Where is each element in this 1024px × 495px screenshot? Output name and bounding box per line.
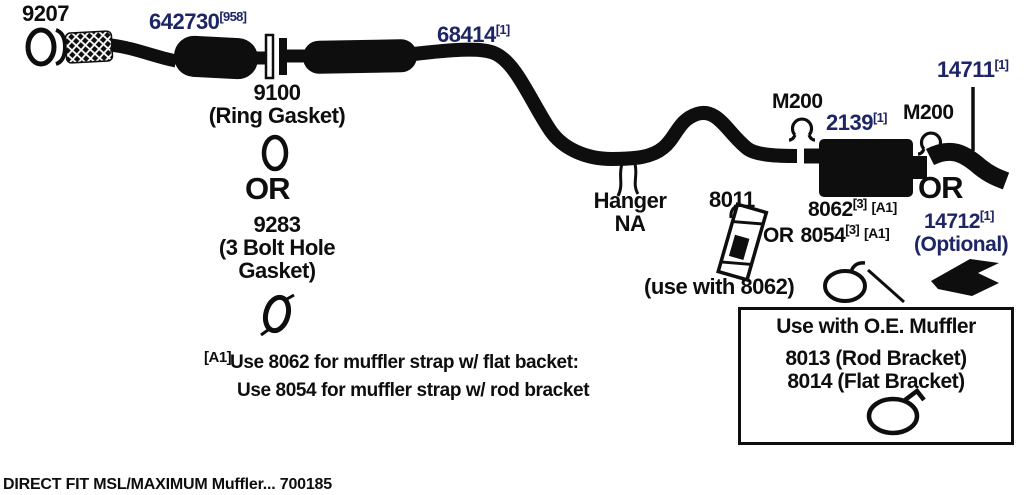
muffler [819, 139, 913, 197]
usage-note: (use with 8062) [644, 274, 795, 299]
optional-text: (Optional) [914, 233, 1009, 256]
hanger-wires [616, 163, 640, 197]
tailpipe [925, 142, 1010, 190]
part-number: 9283 [253, 212, 301, 237]
label-9283: 9283 (3 Bolt Hole Gasket) [193, 213, 361, 282]
footer-caption: DIRECT FIT MSL/MAXIMUM Muffler... 700185 [3, 476, 332, 494]
part-number: 14712 [924, 210, 980, 233]
note-text: Use 8054 for muffler strap w/ rod bracke… [237, 380, 590, 401]
label-use-with-8062: (use with 8062) [644, 274, 795, 299]
part-number: M200 [772, 90, 823, 113]
muffler-strap-icon [823, 261, 905, 304]
part-number: 642730 [149, 9, 220, 34]
label-9207: 9207 [22, 2, 69, 25]
part-number: 9207 [22, 1, 69, 26]
footnote-sup: [3] [845, 222, 860, 237]
note-a1-tag: [A1] [204, 349, 232, 366]
intermediate-pipe [413, 42, 798, 167]
or-text: OR [763, 224, 794, 247]
label-or-left: OR [245, 171, 290, 206]
part-number: M200 [903, 101, 954, 124]
label-68414: 68414[1] [437, 22, 510, 47]
part-number: 68414 [437, 22, 496, 47]
footnote-sup: [1] [979, 208, 994, 223]
label-8062: 8062[3] [A1] [808, 197, 897, 221]
hanger-text: NA [614, 211, 646, 237]
m200-hanger-icon-left [788, 117, 816, 142]
footnote-tag: [A1] [204, 349, 232, 366]
box-part-8013: 8013 (Rod Bracket) [785, 347, 967, 370]
label-hanger-na: Hanger NA [577, 189, 683, 235]
footer-text: DIRECT FIT MSL/MAXIMUM Muffler... 700185 [3, 476, 332, 493]
part-number: 14711 [937, 57, 995, 82]
part-description: (3 Bolt Hole [218, 235, 336, 261]
or-text: OR [245, 171, 290, 206]
label-9100: 9100 (Ring Gasket) [198, 81, 356, 127]
footnote-sup: [1] [994, 57, 1009, 72]
front-pipe [110, 38, 178, 68]
dual-tip-icon [931, 259, 999, 296]
footnote-sup: [3] [852, 196, 867, 211]
inlet-oring-gasket-icon [25, 27, 68, 67]
label-2139: 2139[1] [826, 111, 887, 134]
note-text: Use 8062 for muffler strap w/ flat backe… [230, 352, 579, 373]
bolt-hole-gasket-icon [260, 293, 295, 337]
part-number: 8011 [709, 187, 755, 212]
part-description: (Ring Gasket) [208, 103, 346, 129]
catalytic-converter [173, 35, 258, 80]
footnote-sup: [1] [872, 110, 887, 125]
bracket-8011-hook [729, 204, 738, 219]
oe-muffler-box: Use with O.E. Muffler 8013 (Rod Bracket)… [738, 307, 1014, 445]
ring-gasket-icon [261, 134, 289, 172]
label-or-right: OR [918, 170, 963, 205]
label-8011: 8011 [709, 188, 755, 211]
flex-pipe-braid [64, 30, 114, 64]
label-642730: 642730[958] [149, 9, 247, 34]
hanger-text: Hanger [593, 188, 667, 213]
footnote-tag: [A1] [871, 199, 898, 215]
resonator [303, 39, 418, 74]
box-title: Use with O.E. Muffler [776, 315, 976, 338]
label-or-8054: OR 8054[3] [A1] [763, 222, 890, 247]
part-number: 8062 [808, 198, 853, 221]
footnote-sup: [1] [495, 22, 510, 37]
footnote-sup: [958] [219, 9, 247, 24]
or-text: OR [918, 170, 963, 205]
part-number: 8054 [800, 224, 846, 247]
label-14712-optional: (Optional) [914, 233, 1009, 256]
footnote-tag: [A1] [864, 225, 890, 241]
bracket-8011-icon [716, 202, 769, 282]
note-line-2: Use 8054 for muffler strap w/ rod bracke… [237, 380, 590, 401]
part-number: 9100 [253, 80, 301, 105]
label-m200-left: M200 [772, 90, 823, 113]
label-14711: 14711[1] [937, 57, 1009, 82]
part-description: Gasket) [238, 258, 316, 284]
tailpipe-stub [913, 156, 927, 179]
part-number: 2139 [826, 110, 873, 135]
oe-strap-icon [866, 387, 926, 436]
ring-gasket-flange [264, 33, 287, 80]
label-m200-right: M200 [903, 101, 954, 124]
box-part-8014: 8014 (Flat Bracket) [787, 370, 965, 393]
label-14712: 14712[1] [924, 209, 994, 233]
note-line-1: Use 8062 for muffler strap w/ flat backe… [230, 353, 579, 373]
